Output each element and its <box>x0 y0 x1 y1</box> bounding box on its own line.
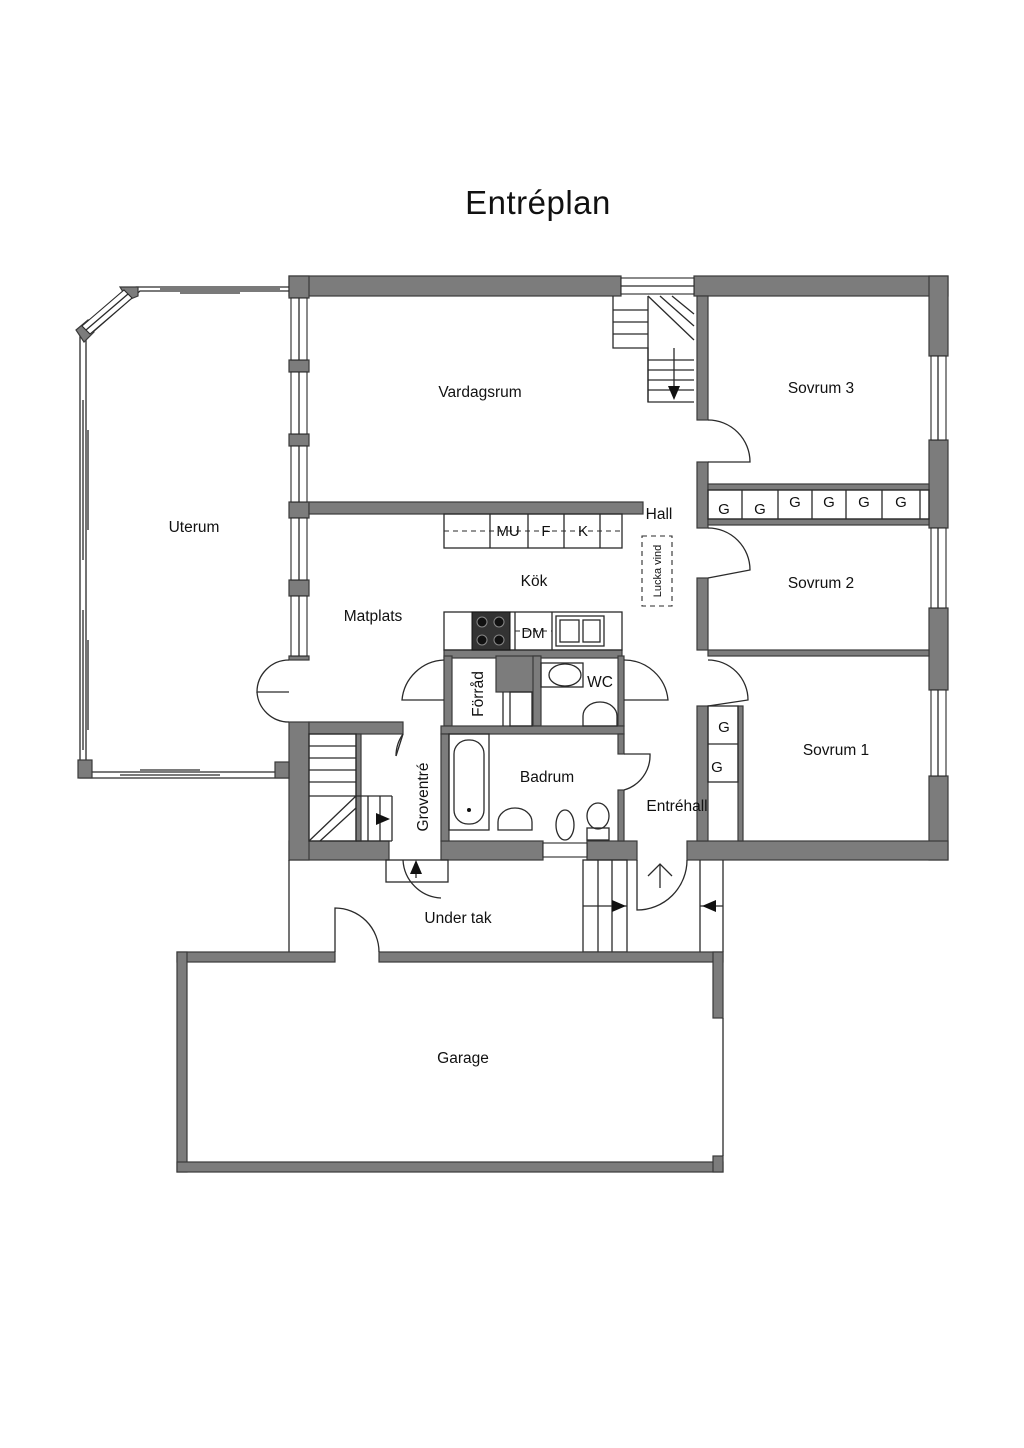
kitchen-fixtures <box>443 513 673 651</box>
label-hall: Hall <box>646 506 673 523</box>
uterum-outline <box>75 286 290 779</box>
toilet-icon <box>586 802 610 830</box>
doors <box>385 419 751 911</box>
garage-walls <box>176 907 724 1173</box>
wardrobe-g: G <box>858 494 870 511</box>
label-vardagsrum: Vardagsrum <box>438 384 521 401</box>
label-k: K <box>578 523 588 540</box>
label-sovrum1: Sovrum 1 <box>803 742 869 759</box>
stairs-lower-arrow-icon <box>376 813 390 825</box>
right-windows <box>930 355 947 777</box>
step-arrow-icon <box>612 900 626 912</box>
entry-arrow-icon <box>410 860 422 874</box>
bathtub-icon <box>448 733 490 831</box>
wardrobe-g: G <box>718 501 730 518</box>
stairs-arrow-icon <box>668 386 680 400</box>
bath-fixtures <box>448 662 618 858</box>
label-forrad: Förråd <box>470 671 487 717</box>
wardrobe-g: G <box>823 494 835 511</box>
label-lucka-vind: Lucka vind <box>652 545 664 598</box>
attic-hatch <box>641 535 673 607</box>
carport-area <box>288 859 724 953</box>
label-groventre: Groventré <box>415 763 432 832</box>
stove-icon <box>471 611 511 651</box>
top-window <box>620 277 695 295</box>
label-kok: Kök <box>521 573 548 590</box>
label-under-tak: Under tak <box>424 910 491 927</box>
wardrobe-g: G <box>754 501 766 518</box>
step-arrow-2-icon <box>702 900 716 912</box>
sink-icon <box>555 615 605 647</box>
label-matplats: Matplats <box>344 608 403 625</box>
wardrobes <box>707 489 930 783</box>
plan-title: Entréplan <box>465 184 611 221</box>
left-windows <box>290 297 308 657</box>
exterior-walls <box>288 275 949 861</box>
room-labels: Vardagsrum Sovrum 3 Uterum Hall Kök Sovr… <box>169 380 870 1067</box>
appliance-labels: MU F K DM Lucka vind <box>496 523 664 642</box>
label-wc: WC <box>587 674 613 691</box>
label-sovrum3: Sovrum 3 <box>788 380 854 397</box>
label-badrum: Badrum <box>520 769 574 786</box>
wardrobe-g: G <box>711 759 723 776</box>
wardrobe-labels: G G G G G G G G <box>711 494 907 776</box>
wc-toilet-icon <box>540 662 584 688</box>
label-f: F <box>541 523 550 540</box>
label-entrehall: Entréhall <box>646 798 707 815</box>
label-uterum: Uterum <box>169 519 220 536</box>
label-garage: Garage <box>437 1050 489 1067</box>
stairs-upper <box>613 295 695 402</box>
interior-walls <box>308 295 930 842</box>
wardrobe-g: G <box>718 719 730 736</box>
wardrobe-g: G <box>789 494 801 511</box>
wc-basin-icon <box>582 701 618 727</box>
label-sovrum2: Sovrum 2 <box>788 575 854 592</box>
bidet-icon <box>555 809 575 841</box>
washbasin-icon <box>497 807 533 831</box>
stairs-lower <box>308 733 393 842</box>
wardrobe-g: G <box>895 494 907 511</box>
label-dm: DM <box>521 625 544 642</box>
label-mu: MU <box>496 523 519 540</box>
